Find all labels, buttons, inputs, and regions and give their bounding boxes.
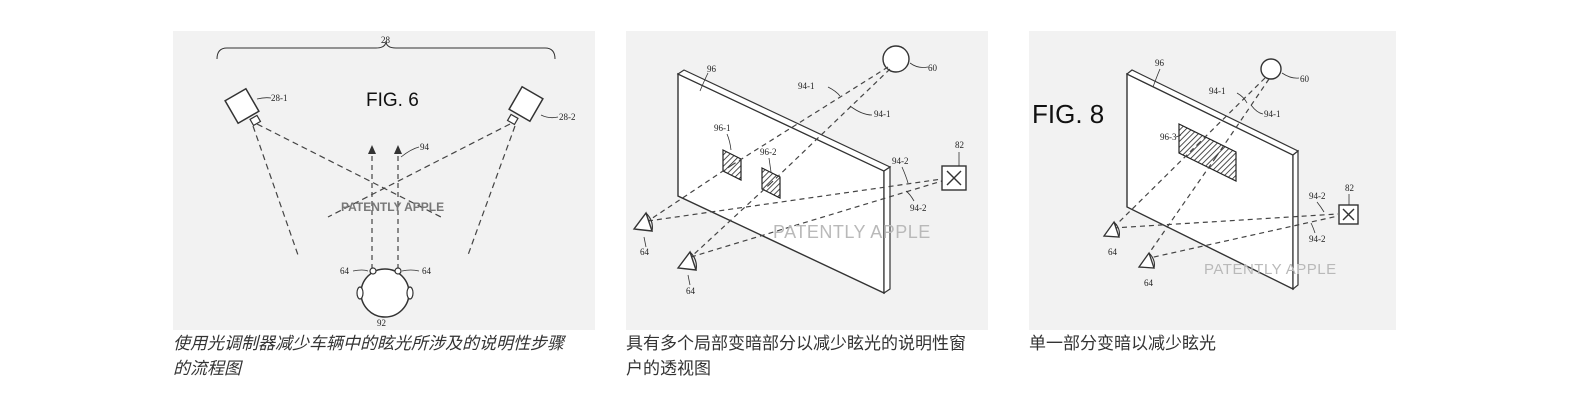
caption-figure-7-line-1: 具有多个局部变暗部分以减少眩光的说明性窗 xyxy=(626,334,966,354)
glare-rays xyxy=(1112,77,1339,260)
caption-figure-6-line-1: 使用光调制器减少车辆中的眩光所涉及的说明性步骤 xyxy=(173,334,564,354)
window-96 xyxy=(1125,69,1300,291)
figure-6-diagram: 28 FIG. 6 28-1 28-2 94 PA xyxy=(216,35,576,328)
arrowhead-right-icon xyxy=(394,145,402,154)
caption-figure-6: 使用光调制器减少车辆中的眩光所涉及的说明性步骤 的流程图 xyxy=(173,332,603,382)
label-96: 96 xyxy=(1155,58,1165,68)
label-60: 60 xyxy=(1300,74,1310,84)
label-92: 92 xyxy=(377,318,386,328)
caption-figure-8: 单一部分变暗以减少眩光 xyxy=(1029,332,1399,357)
sun-icon xyxy=(882,45,910,73)
camera-left-icon xyxy=(224,87,262,127)
bracket-28 xyxy=(216,40,556,60)
label-94-1-b: 94-1 xyxy=(1264,109,1281,119)
figure-6-panel: 28 FIG. 6 28-1 28-2 94 PA xyxy=(173,31,595,330)
caption-figure-7: 具有多个局部变暗部分以减少眩光的说明性窗 户的透视图 xyxy=(626,332,996,382)
label-28-2: 28-2 xyxy=(559,112,576,122)
eye-top-icon xyxy=(632,211,654,232)
dark-region-96-3 xyxy=(1178,123,1237,182)
label-94-2-b: 94-2 xyxy=(1309,234,1326,244)
label-64-right: 64 xyxy=(422,266,432,276)
label-82: 82 xyxy=(955,140,964,150)
sun-icon xyxy=(1260,58,1282,80)
label-28-1: 28-1 xyxy=(271,93,288,103)
figure-7-diagram: 96 60 96-1 96-2 94-1 94-1 94-2 xyxy=(632,45,967,296)
occupant-head-icon xyxy=(356,267,414,318)
figure-7-panel: 96 60 96-1 96-2 94-1 94-1 94-2 xyxy=(626,31,988,330)
label-64-bottom: 64 xyxy=(1144,278,1154,288)
camera-view-rays xyxy=(252,123,516,256)
eye-bottom-icon xyxy=(1137,251,1155,269)
label-64-left: 64 xyxy=(340,266,350,276)
label-94-2-a: 94-2 xyxy=(1309,191,1326,201)
label-28: 28 xyxy=(381,35,391,45)
label-94-1-a: 94-1 xyxy=(798,81,815,91)
label-96-2: 96-2 xyxy=(760,147,777,157)
watermark-1: PATENTLY APPLE xyxy=(341,200,444,214)
label-64-bottom: 64 xyxy=(686,286,696,296)
fig-6-title: FIG. 6 xyxy=(366,90,419,111)
window-96 xyxy=(676,69,892,295)
watermark-3: PATENTLY APPLE xyxy=(1204,261,1337,278)
label-94-2-b: 94-2 xyxy=(910,203,927,213)
label-82: 82 xyxy=(1345,183,1354,193)
glare-rays xyxy=(647,66,943,258)
label-60: 60 xyxy=(928,63,938,73)
arrowhead-left-icon xyxy=(368,145,376,154)
label-94-1-a: 94-1 xyxy=(1209,86,1226,96)
label-64-top: 64 xyxy=(1108,247,1118,257)
label-64-top: 64 xyxy=(640,247,650,257)
eye-bottom-icon xyxy=(676,250,698,271)
fig-8-title: FIG. 8 xyxy=(1032,99,1104,129)
caption-figure-7-line-2: 户的透视图 xyxy=(626,359,711,379)
label-94: 94 xyxy=(420,142,430,152)
caption-figure-6-line-2: 的流程图 xyxy=(173,359,241,379)
watermark-2: PATENTLY APPLE xyxy=(773,222,931,242)
camera-right-icon xyxy=(506,85,544,126)
label-94-2-a: 94-2 xyxy=(892,156,909,166)
label-96-3: 96-3 xyxy=(1160,132,1177,142)
eye-top-icon xyxy=(1102,220,1120,238)
sensor-82-icon xyxy=(941,165,967,191)
figure-8-diagram: FIG. 8 96 60 96-3 94-1 xyxy=(1032,58,1359,291)
label-96-1: 96-1 xyxy=(714,123,731,133)
label-96: 96 xyxy=(707,64,717,74)
caption-figure-8-line-1: 单一部分变暗以减少眩光 xyxy=(1029,334,1216,354)
sensor-82-icon xyxy=(1338,204,1359,225)
label-94-1-b: 94-1 xyxy=(874,109,891,119)
gaze-arrows xyxy=(371,153,399,269)
figure-8-panel: FIG. 8 96 60 96-3 94-1 xyxy=(1029,31,1396,330)
